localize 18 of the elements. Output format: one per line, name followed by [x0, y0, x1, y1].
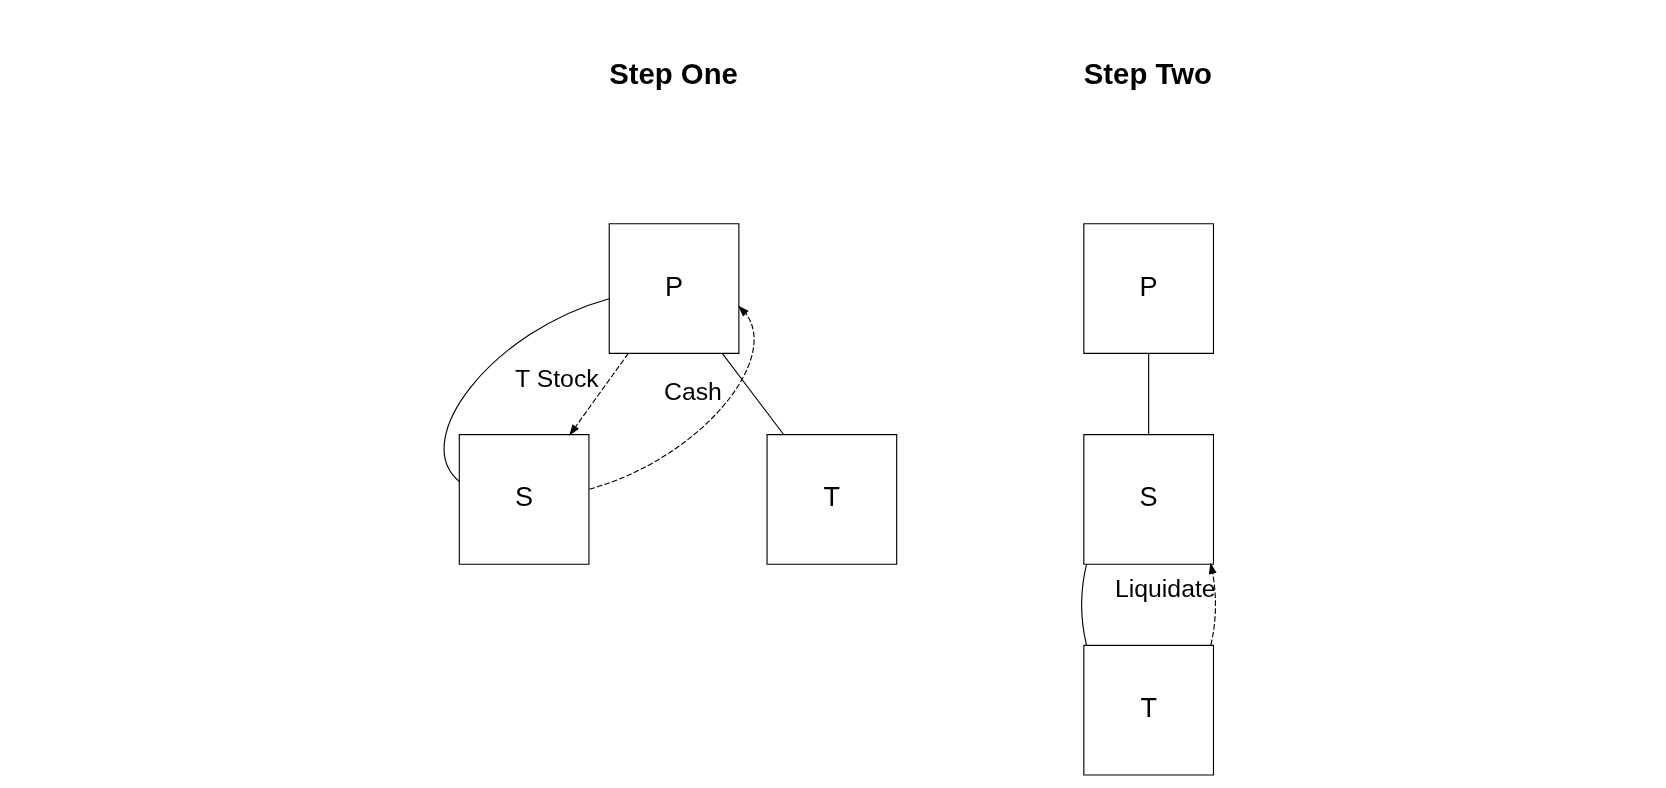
connector — [444, 298, 610, 483]
node-box: S — [1083, 434, 1215, 565]
arrow — [569, 352, 629, 436]
node-box: T — [1083, 644, 1215, 776]
node-box: T — [766, 434, 898, 565]
connector — [1148, 352, 1150, 435]
connector — [721, 352, 784, 435]
connector — [1081, 563, 1088, 646]
node-box: P — [608, 223, 740, 354]
edge-label: Liquidate — [1114, 574, 1216, 602]
node-box: S — [458, 434, 590, 565]
edge-label: T Stock — [515, 364, 599, 392]
label: Step Two — [1083, 56, 1212, 90]
node-box: P — [1083, 223, 1215, 354]
arrow — [1208, 562, 1217, 646]
label: Step One — [609, 56, 738, 90]
edge-label: Cash — [664, 377, 722, 405]
arrow — [588, 305, 755, 490]
